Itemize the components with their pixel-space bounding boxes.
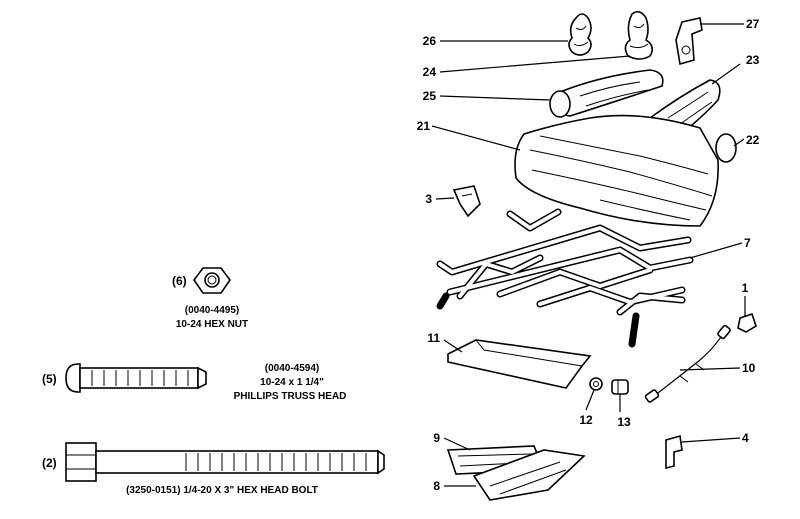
part-13 [611,379,629,395]
hex-nut-part [193,267,231,294]
log-22 [715,133,737,163]
nut-description: 10-24 HEX NUT [176,319,248,330]
callout-9: 9 [433,431,440,445]
hex-bolt-part [65,442,385,482]
cable-10 [644,324,731,403]
callout-22: 22 [746,133,760,147]
ember-bag-8 [472,449,586,501]
screw-ref-label: (5) [42,372,57,386]
screw-description-2: PHILLIPS TRUSS HEAD [234,391,347,402]
callout-leaders [431,23,746,487]
part-12 [589,377,603,391]
callout-26: 26 [423,34,437,48]
screw-part-number: (0040-4594) [265,363,319,374]
log-25 [549,69,664,118]
callout-8: 8 [433,479,440,493]
clip-3 [452,185,481,218]
bracket-27 [675,17,703,66]
callout-7: 7 [744,236,751,250]
part-1 [737,312,757,333]
callout-21: 21 [417,119,431,133]
callout-1: 1 [742,281,749,295]
tray-11 [447,339,592,389]
callout-23: 23 [746,53,760,67]
ember-piece-26 [568,13,592,56]
nut-part-number: (0040-4495) [185,305,239,316]
callout-25: 25 [423,89,437,103]
callout-11: 11 [427,331,440,345]
log-21 [514,114,719,227]
bolt-caption: (3250-0151) 1/4-20 X 3" HEX HEAD BOLT [126,485,318,496]
callout-13: 13 [617,415,631,429]
grate-7 [436,208,694,348]
callout-10: 10 [742,361,756,375]
bolt-ref-label: (2) [42,456,57,470]
bracket-4 [665,434,683,470]
callout-24: 24 [423,65,437,79]
ember-piece-24 [624,10,654,60]
screw-description: 10-24 x 1 1/4" [260,377,324,388]
truss-screw-part [65,363,207,393]
callout-12: 12 [579,413,593,427]
callout-27: 27 [746,17,760,31]
callout-4: 4 [742,431,749,445]
callout-3: 3 [425,192,432,206]
nut-ref-label: (6) [172,274,187,288]
